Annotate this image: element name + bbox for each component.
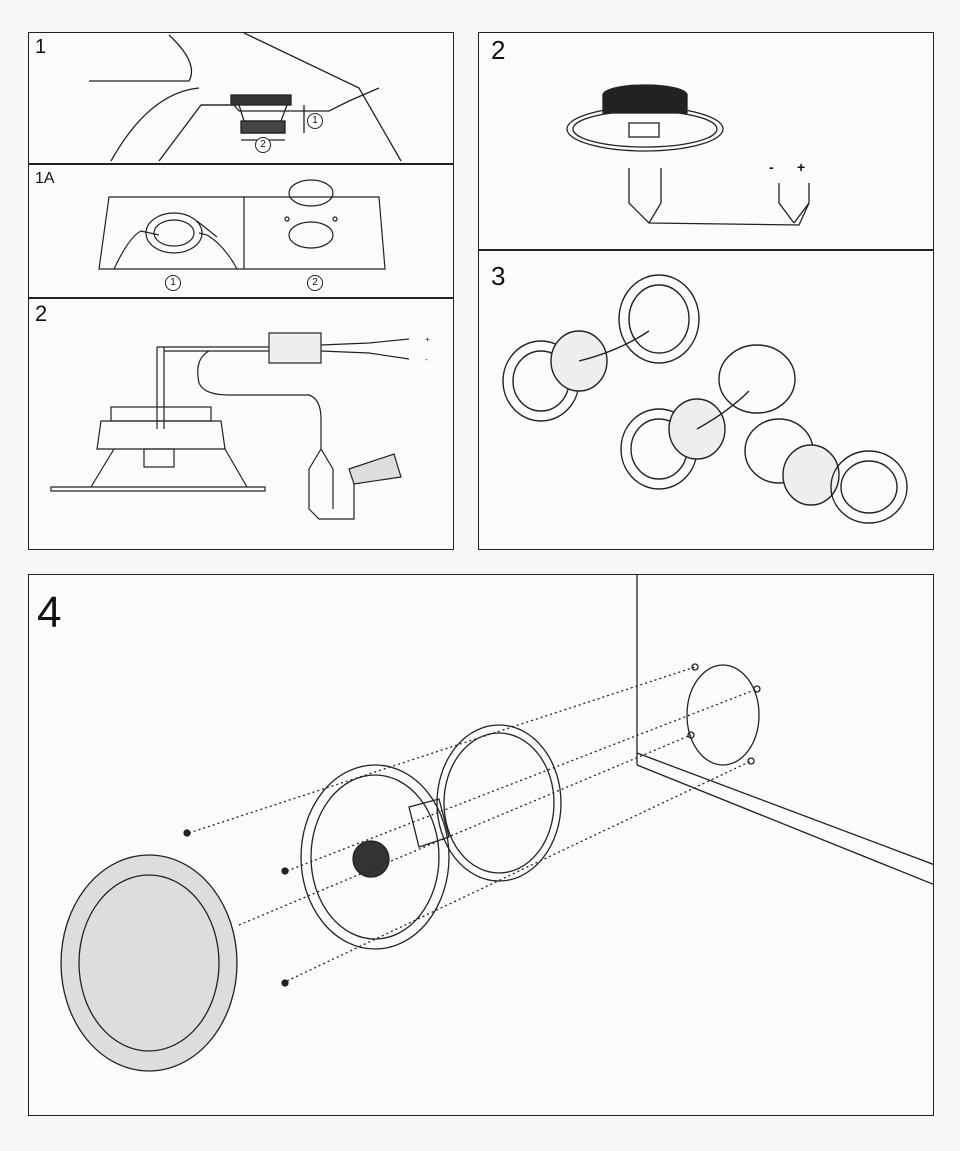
negative-terminal-label: - xyxy=(425,355,428,364)
panel-step-1: 1 1 2 xyxy=(28,32,454,164)
exploded-speaker-assembly-illustration xyxy=(60,575,933,1072)
positive-terminal-label: + xyxy=(425,335,430,344)
callout-1: 1 xyxy=(307,113,323,129)
speaker-polarity-illustration xyxy=(566,84,810,226)
tweeter-mount-illustration xyxy=(502,274,908,524)
callout-2: 2 xyxy=(255,137,271,153)
panel-step-2-polarity: 2 - + xyxy=(478,32,934,250)
callout-1a-2: 2 xyxy=(307,275,323,291)
step-1-label: 1 xyxy=(35,36,47,58)
grille-ring-template-illustration xyxy=(98,179,386,270)
step-3-label: 3 xyxy=(491,261,506,291)
plus-sign: + xyxy=(797,159,806,175)
step-2-right-label: 2 xyxy=(491,35,506,65)
panel-step-4: 4 xyxy=(28,574,934,1116)
speaker-crossover-wiring-illustration xyxy=(50,332,410,520)
panel-step-3: 3 xyxy=(478,250,934,550)
door-panel-install-illustration xyxy=(89,33,402,162)
panel-step-2-wiring: 2 + - xyxy=(28,298,454,550)
step-2-label: 2 xyxy=(35,301,48,326)
callout-1a-1: 1 xyxy=(165,275,181,291)
step-1a-label: 1A xyxy=(35,170,55,187)
step-4-label: 4 xyxy=(37,588,62,637)
panel-step-1a: 1A 1 2 xyxy=(28,164,454,298)
minus-sign: - xyxy=(769,159,774,175)
